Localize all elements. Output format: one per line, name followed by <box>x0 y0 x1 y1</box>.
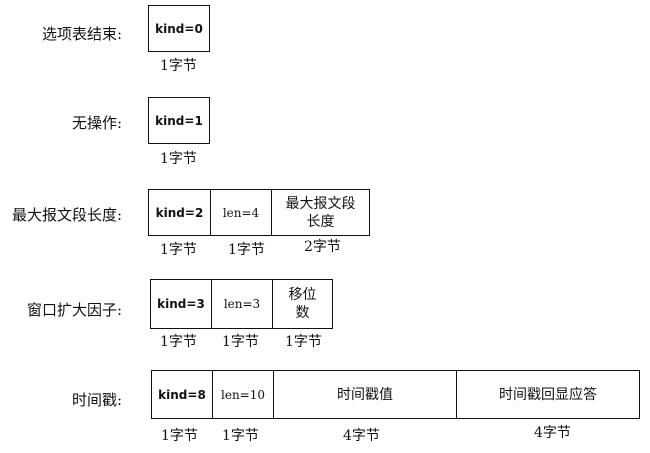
field-len-4: len=4 <box>210 189 272 236</box>
field-size-kind-1: 1字节 <box>160 151 197 167</box>
option-label-window-scale: 窗口扩大因子: <box>26 301 122 319</box>
option-label-no-operation: 无操作: <box>71 114 122 132</box>
field-size-timestamp-value: 4字节 <box>343 428 380 444</box>
field-timestamp-value: 时间戳值 <box>273 370 457 419</box>
field-len-3: len=3 <box>211 279 273 329</box>
field-kind-3: kind=3 <box>150 279 212 329</box>
field-kind-1: kind=1 <box>148 97 210 144</box>
field-shift-count: 移位 数 <box>272 279 333 329</box>
field-len-10: len=10 <box>212 370 274 419</box>
field-timestamp-echo-reply: 时间戳回显应答 <box>456 370 640 419</box>
field-size-kind-2: 1字节 <box>160 242 197 258</box>
field-size-shift-count: 1字节 <box>285 334 322 350</box>
field-mss-value: 最大报文段 长度 <box>271 189 370 236</box>
field-size-mss-value: 2字节 <box>304 239 341 255</box>
field-size-timestamp-echo-reply: 4字节 <box>534 425 571 441</box>
field-size-kind-3: 1字节 <box>160 334 197 350</box>
option-label-end-of-list: 选项表结束: <box>41 25 122 43</box>
option-label-mss: 最大报文段长度: <box>11 206 122 224</box>
option-label-timestamp: 时间戳: <box>71 391 122 409</box>
field-size-len-10: 1字节 <box>222 428 259 444</box>
field-kind-0: kind=0 <box>148 5 210 52</box>
field-size-len-4: 1字节 <box>228 242 265 258</box>
field-size-len-3: 1字节 <box>222 334 259 350</box>
field-size-kind-0: 1字节 <box>160 58 197 74</box>
field-kind-2: kind=2 <box>148 189 211 236</box>
field-size-kind-8: 1字节 <box>161 428 198 444</box>
field-kind-8: kind=8 <box>151 370 213 419</box>
